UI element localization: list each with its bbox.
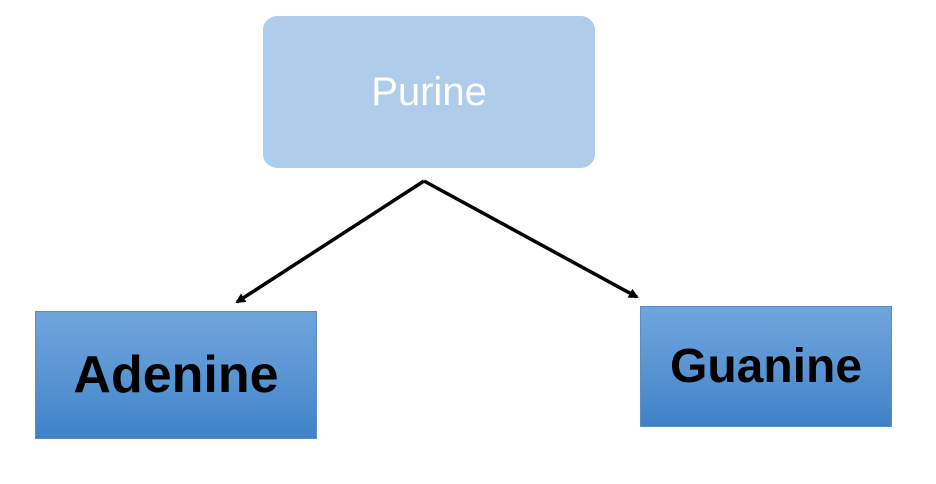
guanine-node: Guanine bbox=[640, 306, 892, 427]
guanine-label: Guanine bbox=[669, 340, 863, 393]
purine-node: Purine bbox=[263, 16, 595, 168]
purine-label: Purine bbox=[371, 69, 487, 114]
adenine-label: Adenine bbox=[73, 346, 279, 404]
adenine-node: Adenine bbox=[35, 311, 317, 439]
arrow-purine-to-adenine bbox=[235, 179, 425, 304]
arrow-purine-to-guanine bbox=[423, 179, 639, 299]
